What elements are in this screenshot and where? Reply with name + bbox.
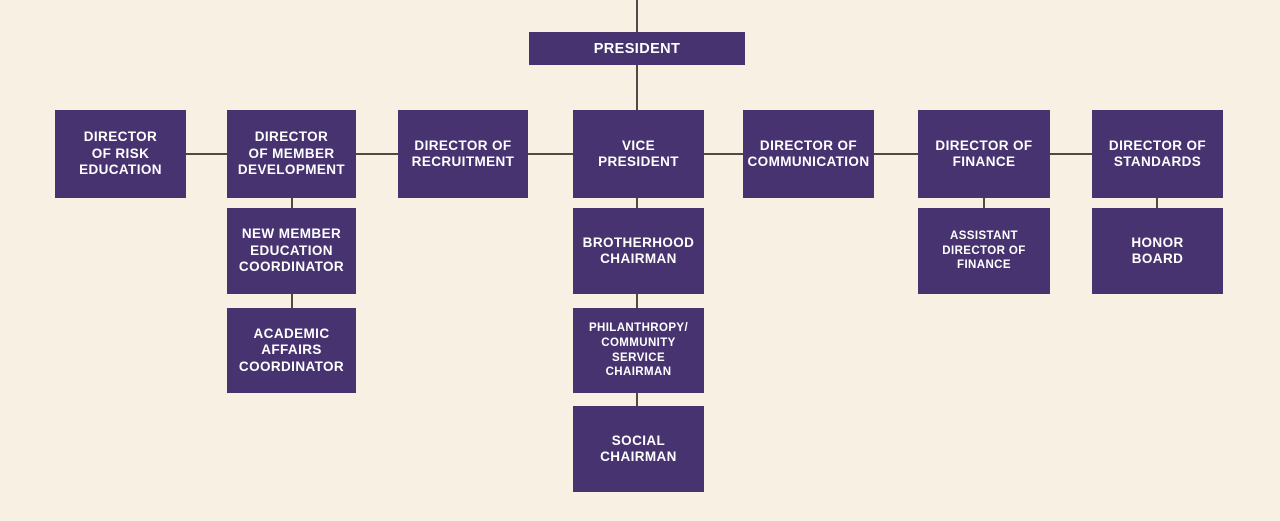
- connector-vice-president-chain: [636, 196, 638, 408]
- node-director-finance: DIRECTOR OF FINANCE: [918, 110, 1050, 198]
- connector-finance-chain: [983, 196, 985, 210]
- node-new-member-education-coordinator: NEW MEMBER EDUCATION COORDINATOR: [227, 208, 356, 294]
- connector-trunk-top: [636, 0, 638, 34]
- node-social-chairman: SOCIAL CHAIRMAN: [573, 406, 704, 492]
- node-director-recruitment: DIRECTOR OF RECRUITMENT: [398, 110, 528, 198]
- node-director-member-development: DIRECTOR OF MEMBER DEVELOPMENT: [227, 110, 356, 198]
- node-director-standards: DIRECTOR OF STANDARDS: [1092, 110, 1223, 198]
- node-academic-affairs-coordinator: ACADEMIC AFFAIRS COORDINATOR: [227, 308, 356, 393]
- node-director-communication: DIRECTOR OF COMMUNICATION: [743, 110, 874, 198]
- node-president: PRESIDENT: [529, 32, 745, 65]
- node-director-risk-education: DIRECTOR OF RISK EDUCATION: [55, 110, 186, 198]
- node-honor-board: HONOR BOARD: [1092, 208, 1223, 294]
- node-brotherhood-chairman: BROTHERHOOD CHAIRMAN: [573, 208, 704, 294]
- node-assistant-director-finance: ASSISTANT DIRECTOR OF FINANCE: [918, 208, 1050, 294]
- connector-president-to-row: [636, 64, 638, 112]
- connector-standards-chain: [1156, 196, 1158, 210]
- node-vice-president: VICE PRESIDENT: [573, 110, 704, 198]
- node-philanthropy-community-service-chairman: PHILANTHROPY/ COMMUNITY SERVICE CHAIRMAN: [573, 308, 704, 393]
